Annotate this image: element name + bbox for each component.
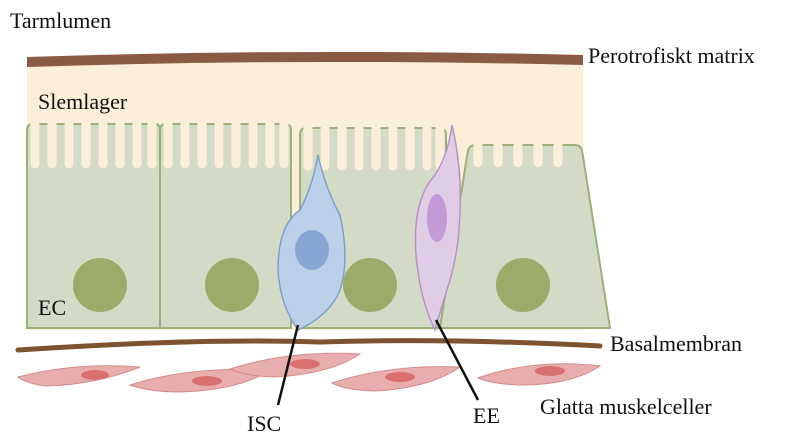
ec-cell [440, 145, 610, 328]
basal-membrane-label: Basalmembran [610, 333, 742, 355]
ec-cell [160, 124, 291, 328]
muscle-label: Glatta muskelceller [540, 396, 712, 418]
lumen-label: Tarmlumen [10, 10, 111, 32]
ec-nucleus [343, 258, 397, 312]
smooth-muscle-cell [332, 367, 460, 391]
isc-nucleus [295, 230, 329, 270]
ee-pointer [436, 320, 478, 400]
ec-nucleus [205, 258, 259, 312]
basement-membrane [18, 341, 600, 350]
smooth-muscle-cell [230, 353, 360, 377]
ec-nucleus [496, 258, 550, 312]
ee-nucleus [427, 194, 447, 242]
ee-label: EE [473, 405, 500, 427]
isc-label: ISC [247, 413, 281, 435]
mucus-label: Slemlager [38, 91, 127, 113]
ec-label: EC [38, 297, 66, 319]
ec-nucleus [73, 258, 127, 312]
smooth-muscle-cell [478, 364, 600, 385]
matrix-label: Perotrofiskt matrix [588, 45, 755, 67]
smooth-muscle-cell [18, 366, 140, 386]
